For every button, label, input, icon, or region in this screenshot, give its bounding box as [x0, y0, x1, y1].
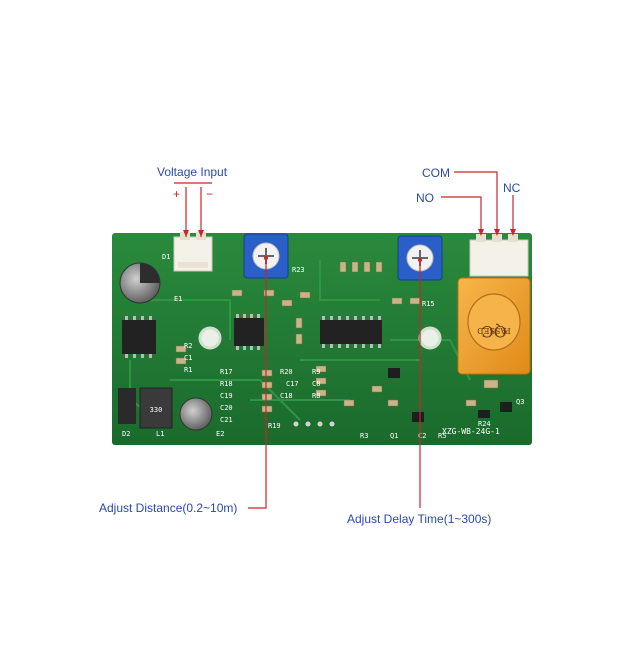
svg-text:R18: R18 — [220, 380, 233, 388]
ic-u3 — [122, 316, 156, 358]
svg-text:C2: C2 — [418, 432, 426, 440]
adjust-delay-label: Adjust Delay Time(1~300s) — [347, 512, 492, 526]
minus-sign: − — [206, 187, 214, 201]
model-silkscreen: XZG-WB-24G-1 — [442, 427, 500, 436]
inductor-l1: 330 — [139, 387, 173, 429]
svg-text:C19: C19 — [220, 392, 233, 400]
svg-text:C8: C8 — [312, 380, 320, 388]
smd-components — [175, 261, 499, 413]
svg-text:D2: D2 — [122, 430, 130, 438]
svg-text:PASSED: PASSED — [477, 326, 511, 335]
svg-text:C21: C21 — [220, 416, 233, 424]
mount-hole-left — [198, 326, 222, 350]
svg-text:D1: D1 — [162, 253, 170, 261]
svg-text:R3: R3 — [360, 432, 368, 440]
electrolytic-capacitor-c1 — [119, 262, 161, 304]
mount-hole-right — [418, 326, 442, 350]
power-connector — [173, 232, 213, 272]
relay-connector — [469, 234, 529, 277]
svg-text:C18: C18 — [280, 392, 293, 400]
leader-arrowheads — [183, 229, 516, 262]
svg-text:R20: R20 — [280, 368, 293, 376]
svg-text:C17: C17 — [286, 380, 299, 388]
svg-text:L1: L1 — [156, 430, 164, 438]
leader-lines — [174, 171, 514, 509]
svg-text:R1: R1 — [184, 366, 192, 374]
no-label: NO — [416, 191, 434, 205]
svg-text:R17: R17 — [220, 368, 233, 376]
svg-text:R9: R9 — [312, 368, 320, 376]
svg-text:R23: R23 — [292, 266, 305, 274]
voltage-input-label: Voltage Input — [157, 165, 228, 179]
svg-text:R24: R24 — [478, 420, 491, 428]
nc-label: NC — [503, 181, 521, 195]
relay: QC PASSED — [457, 277, 531, 375]
header-pins — [293, 421, 335, 427]
svg-text:E1: E1 — [174, 295, 182, 303]
diode-d2 — [118, 388, 136, 424]
svg-text:R19: R19 — [268, 422, 281, 430]
svg-text:C20: C20 — [220, 404, 233, 412]
svg-text:C1: C1 — [184, 354, 192, 362]
svg-text:R2: R2 — [184, 342, 192, 350]
adjust-distance-label: Adjust Distance(0.2~10m) — [99, 501, 238, 515]
svg-text:R8: R8 — [312, 392, 320, 400]
svg-text:Q1: Q1 — [390, 432, 398, 440]
svg-text:R15: R15 — [422, 300, 435, 308]
svg-text:R5: R5 — [438, 432, 446, 440]
svg-text:330: 330 — [150, 406, 163, 414]
plus-sign: + — [173, 187, 181, 201]
transistors — [388, 368, 512, 422]
svg-text:QC: QC — [481, 322, 506, 341]
electrolytic-capacitor-e2 — [179, 397, 213, 431]
ic-u2 — [234, 314, 264, 350]
com-label: COM — [422, 166, 450, 180]
ic-main — [320, 316, 382, 348]
svg-text:E2: E2 — [216, 430, 224, 438]
svg-text:Q3: Q3 — [516, 398, 524, 406]
